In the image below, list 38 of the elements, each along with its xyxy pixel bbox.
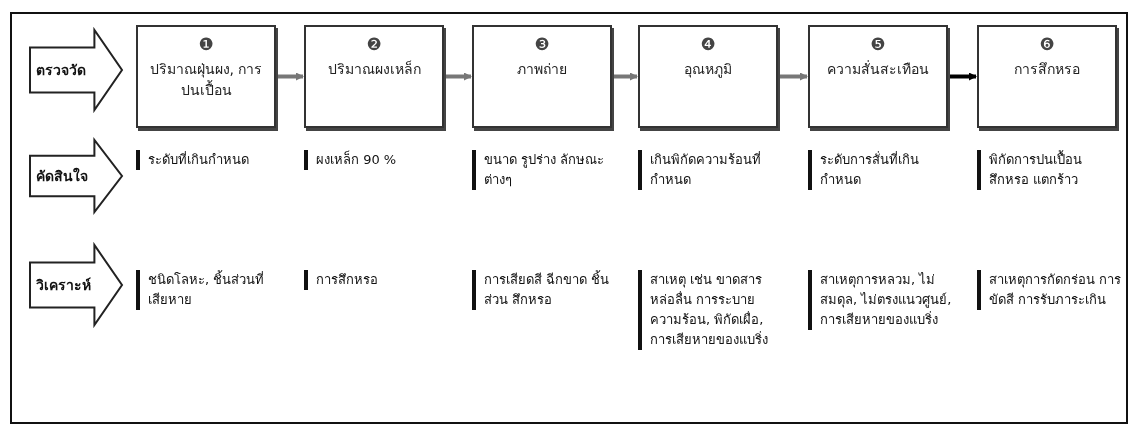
note-text: ขนาด รูปร่าง ลักษณะต่างๆ xyxy=(472,150,620,190)
note-text: พิกัดการปนเปื้อน สึกหรอ แตกร้าว xyxy=(977,150,1125,190)
step-number: ❷ xyxy=(366,33,382,55)
step-label: การสึกหรอ xyxy=(1013,60,1081,79)
note-text: ผงเหล็ก 90 % xyxy=(304,150,452,170)
step-label: ปริมาณฝุ่นผง, การปนเปื้อน xyxy=(148,60,264,100)
row-label: ตรวจวัด xyxy=(36,61,86,80)
note-text: การสึกหรอ xyxy=(304,270,452,290)
note-text: ระดับการสั่นที่เกินกำหนด xyxy=(808,150,956,190)
step-label: อุณหภูมิ xyxy=(683,60,733,80)
step-label: ภาพถ่าย xyxy=(516,60,568,79)
note-text: สาเหตุการกัดกร่อน การขัดสี การรับภาระเกิน xyxy=(977,270,1125,310)
step-label: ความสั่นสะเทือน xyxy=(826,59,930,79)
arrow xyxy=(780,72,808,81)
note-text: การเสียดสี ฉีกขาด ชิ้นส่วน สึกหรอ xyxy=(472,270,620,310)
process-box xyxy=(136,25,276,128)
step-number: ❶ xyxy=(198,33,214,55)
arrow xyxy=(614,72,638,81)
step-label: ปริมาณผงเหล็ก xyxy=(326,59,422,79)
note-text: ระดับที่เกินกำหนด xyxy=(136,150,284,170)
row-label: วิเคราะห์ xyxy=(36,276,91,295)
row-label: คัดสินใจ xyxy=(36,166,88,186)
step-number: ❸ xyxy=(534,33,550,55)
arrow xyxy=(278,72,304,81)
process-box xyxy=(808,25,948,128)
process-box xyxy=(304,25,444,128)
note-text: เกินพิกัดความร้อนที่กำหนด xyxy=(638,150,786,190)
note-text: ชนิดโลหะ, ชิ้นส่วนที่เสียหาย xyxy=(136,270,284,310)
arrow xyxy=(950,72,977,81)
process-box xyxy=(638,25,778,128)
note-text: สาเหตุการหลวม, ไม่สมดุล, ไม่ตรงแนวศูนย์, การเสียหายของแบริ่ง xyxy=(808,270,956,330)
step-number: ❻ xyxy=(1039,33,1055,55)
step-number: ❹ xyxy=(700,33,716,55)
note-text: สาเหตุ เช่น ขาดสารหล่อลื่น การระบายความร้อน, พิกัดเผื่อ, การเสียหายของแบริ่ง xyxy=(638,270,786,350)
process-box xyxy=(977,25,1117,128)
step-number: ❺ xyxy=(870,33,886,55)
arrow xyxy=(446,72,472,81)
process-box xyxy=(472,25,612,128)
